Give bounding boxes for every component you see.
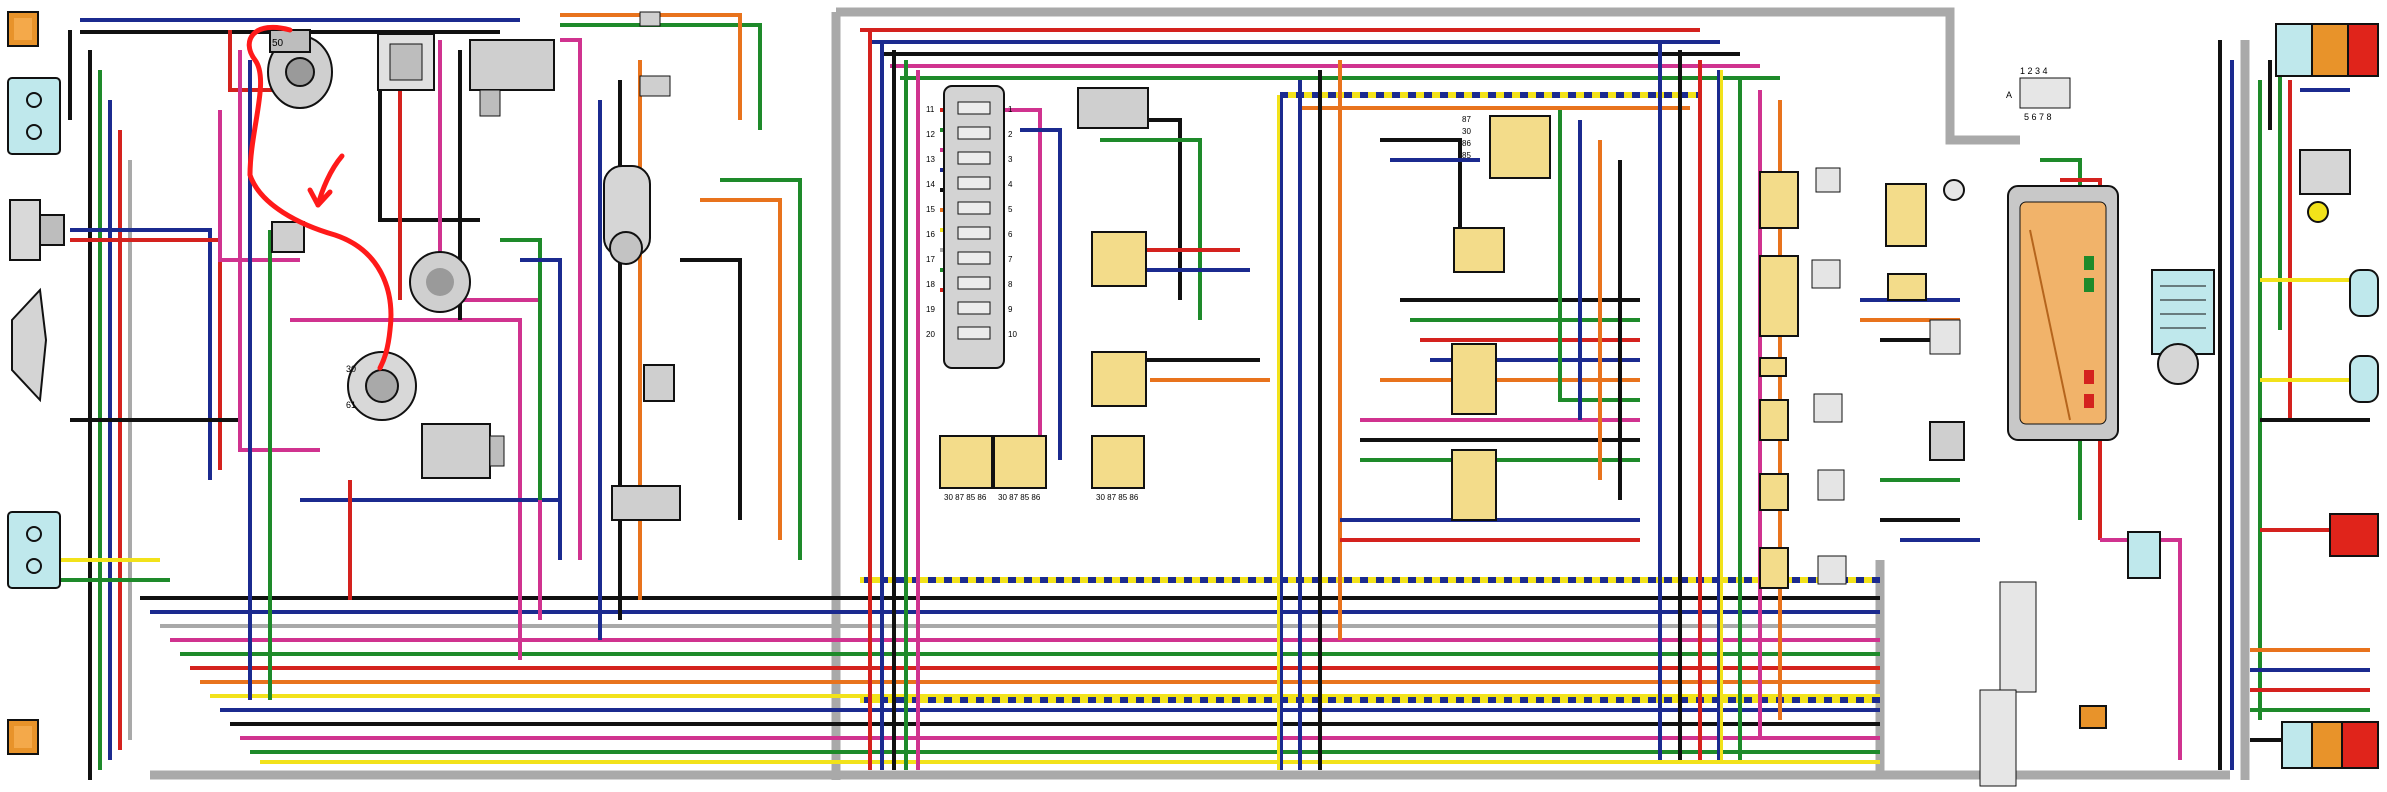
fuse-pin-12: 12 bbox=[926, 130, 935, 139]
fuse-pin-6: 6 bbox=[1008, 230, 1013, 239]
fuse-pin-14: 14 bbox=[926, 180, 935, 189]
relay-b-pins: 30 87 85 86 bbox=[998, 493, 1041, 502]
fuse-pin-18: 18 bbox=[926, 280, 935, 289]
right-lamp-a bbox=[2349, 269, 2379, 317]
distributor bbox=[409, 251, 471, 313]
fuse-pin-10: 10 bbox=[1008, 330, 1017, 339]
relay-pin-85: 85 bbox=[1462, 151, 1471, 160]
connector-strips-bottom bbox=[1979, 581, 2037, 787]
relay-a-pins: 30 87 85 86 bbox=[944, 493, 987, 502]
left-indicator-rear bbox=[7, 719, 39, 755]
alternator: 30 61 bbox=[346, 351, 417, 421]
license-lamp bbox=[2127, 531, 2161, 579]
alternator-terminal-61: 61 bbox=[346, 400, 356, 410]
fuse-pin-13: 13 bbox=[926, 155, 935, 164]
legend-pins-top: 1 2 3 4 bbox=[2020, 66, 2048, 76]
left-headlamp-front bbox=[7, 77, 61, 155]
fuse-pin-8: 8 bbox=[1008, 280, 1013, 289]
instrument-cluster bbox=[2007, 185, 2119, 441]
plug-small-top bbox=[639, 11, 671, 97]
ignition-module bbox=[421, 423, 505, 479]
sensor-plug bbox=[643, 364, 675, 402]
right-tail-lamp bbox=[2329, 513, 2379, 557]
left-wiring bbox=[60, 30, 802, 780]
fuse-pin-19: 19 bbox=[926, 305, 935, 314]
relay-pin-86: 86 bbox=[1462, 139, 1471, 148]
fuse-pin-2: 2 bbox=[1008, 130, 1013, 139]
legend-side-label: A bbox=[2006, 90, 2012, 100]
rear-window-heater bbox=[2151, 269, 2215, 355]
right-lamp-b bbox=[2349, 355, 2379, 403]
fuse-pin-1: 1 bbox=[1008, 105, 1013, 114]
relay-mid-b bbox=[1091, 351, 1147, 407]
ignition-relay-small bbox=[271, 221, 305, 253]
relay-mid-a bbox=[1091, 231, 1147, 287]
voltage-regulator-top bbox=[469, 39, 555, 117]
annotation-arrow bbox=[246, 24, 394, 371]
fuse-pin-11: 11 bbox=[926, 105, 935, 114]
relay-top-center: 87 30 86 85 bbox=[1462, 115, 1551, 179]
fuse-stack bbox=[957, 101, 991, 340]
bottom-harness bbox=[140, 577, 1880, 764]
dash-devices bbox=[1811, 167, 1965, 585]
control-unit-bottom-left bbox=[611, 485, 681, 521]
left-horn bbox=[9, 199, 65, 261]
relay-pin-87: 87 bbox=[1462, 115, 1471, 124]
fuse-right-pin-labels: 1 2 3 4 5 6 7 8 9 10 bbox=[1008, 105, 1017, 339]
alternator-terminal-30: 30 bbox=[346, 364, 356, 374]
left-fan-motor bbox=[11, 287, 48, 403]
fuse-box: 11 12 13 14 15 16 17 18 19 20 1 2 3 4 5 … bbox=[926, 85, 1017, 369]
battery bbox=[377, 33, 435, 91]
starter-terminal-label: 50 bbox=[272, 38, 284, 49]
fuse-pin-7: 7 bbox=[1008, 255, 1013, 264]
fuse-pin-5: 5 bbox=[1008, 205, 1013, 214]
fuel-sender bbox=[2157, 343, 2199, 385]
fuse-pin-20: 20 bbox=[926, 330, 935, 339]
fuse-pin-16: 16 bbox=[926, 230, 935, 239]
fuse-pin-17: 17 bbox=[926, 255, 935, 264]
fuse-pin-9: 9 bbox=[1008, 305, 1013, 314]
vertical-trunks bbox=[868, 30, 2262, 770]
fuse-pin-4: 4 bbox=[1008, 180, 1013, 189]
relay-right-column bbox=[1759, 171, 1927, 589]
starter-motor: 50 bbox=[267, 29, 333, 109]
relay-c-pins: 30 87 85 86 bbox=[1096, 493, 1139, 502]
right-rear-light-cluster bbox=[2281, 721, 2379, 769]
left-headlamp-rear bbox=[7, 511, 61, 589]
fuse-pin-15: 15 bbox=[926, 205, 935, 214]
wiper-motor bbox=[603, 165, 651, 265]
harness-frame bbox=[150, 7, 2250, 780]
right-wiper-motor bbox=[2299, 149, 2351, 223]
fuse-left-pin-labels: 11 12 13 14 15 16 17 18 19 20 bbox=[926, 105, 935, 339]
relay-pin-30: 30 bbox=[1462, 127, 1471, 136]
fuse-pin-3: 3 bbox=[1008, 155, 1013, 164]
switch-stack-center bbox=[1451, 343, 1497, 521]
connector-pin-legend: 1 2 3 4 5 6 7 8 A bbox=[2006, 66, 2071, 122]
legend-pins-bottom: 5 6 7 8 bbox=[2024, 112, 2052, 122]
connector-block-top bbox=[1077, 87, 1149, 129]
relay-center-b bbox=[1453, 227, 1505, 273]
right-indicator-front bbox=[2275, 23, 2379, 77]
reverse-switch bbox=[2079, 705, 2107, 729]
relay-block-row: 30 87 85 86 30 87 85 86 30 87 85 86 bbox=[939, 435, 1145, 502]
left-indicator-front bbox=[7, 11, 39, 47]
